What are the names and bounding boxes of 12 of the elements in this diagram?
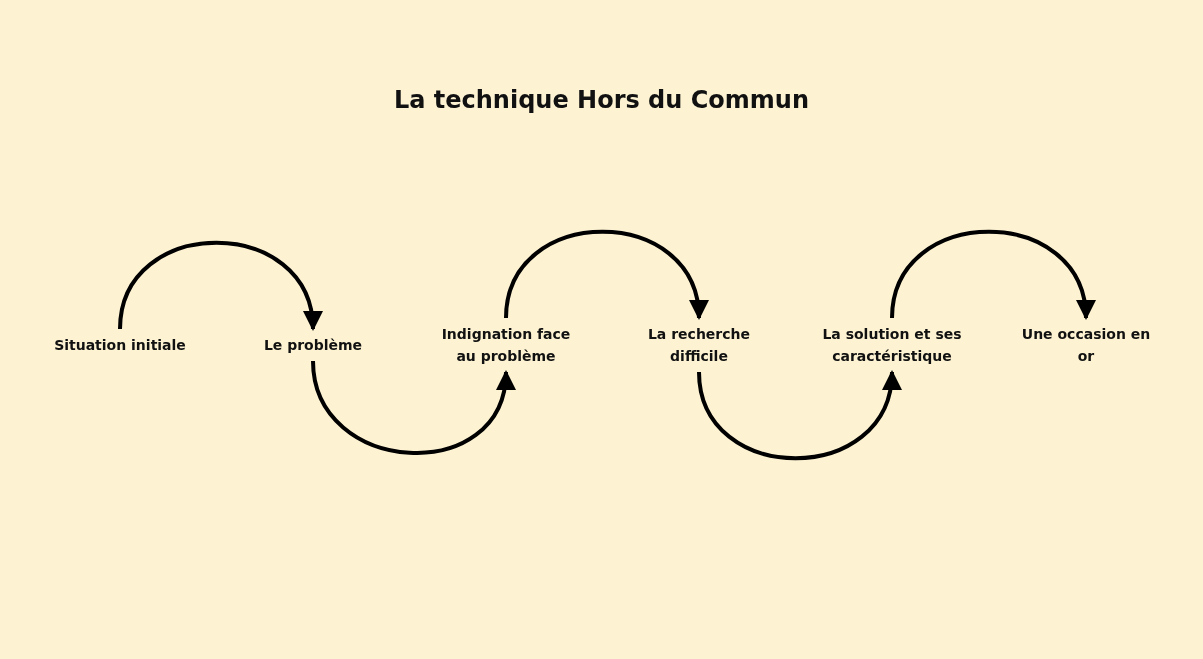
curved-arrow xyxy=(890,229,1094,320)
step-label: Une occasion en or xyxy=(1016,323,1156,367)
step-label: Indignation face au problème xyxy=(436,323,576,367)
step-label: Le problème xyxy=(243,334,383,356)
step-label: La solution et ses caractéristique xyxy=(822,323,962,367)
curved-arrow xyxy=(311,360,514,455)
step-label: Situation initiale xyxy=(50,334,190,356)
curved-arrow xyxy=(504,229,707,320)
step-label: La recherche difficile xyxy=(629,323,769,367)
curved-arrow xyxy=(118,240,321,331)
title: La technique Hors du Commun xyxy=(393,86,810,114)
curved-arrow xyxy=(697,370,900,461)
